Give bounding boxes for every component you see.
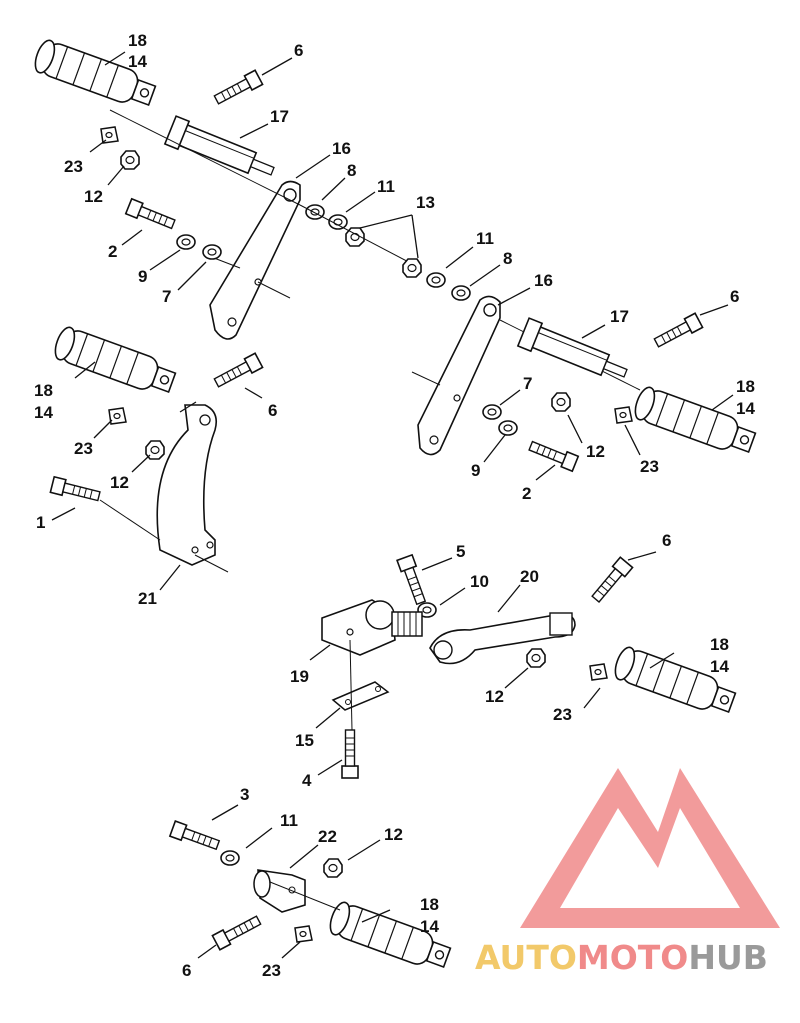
mid-left-assembly [49,324,264,573]
clip-23-lever [589,663,608,681]
label-part-7: 7 [162,287,172,306]
bolt-4 [341,729,359,779]
clip-23-mid [108,407,127,425]
label-part-5: 5 [456,542,466,561]
label-part-14: 14 [736,399,755,418]
label-part-12: 12 [110,473,129,492]
label-part-23: 23 [64,157,83,176]
washer-7-right [482,404,502,420]
label-part-6: 6 [730,287,740,306]
nut-12-bottom [323,858,343,878]
label-part-23: 23 [262,961,281,980]
bolt-6-right [651,312,704,351]
footpeg-lever [610,644,739,720]
label-part-14: 14 [128,52,147,71]
washer-11-bottom [220,850,240,866]
nut-12-lever [526,648,546,668]
bracket-21 [156,404,218,566]
label-part-6: 6 [662,531,672,550]
shift-lever-assembly [321,554,739,779]
bolt-6-upper [211,69,264,108]
watermark-moto: MOTO [576,938,689,977]
label-part-18: 18 [420,895,439,914]
clip-23-bottom [294,925,313,943]
watermark-text: AUTOMOTOHUB [475,938,795,978]
label-part-8: 8 [503,249,513,268]
label-part-17: 17 [610,307,629,326]
label-part-13: 13 [416,193,435,212]
label-part-7: 7 [523,374,533,393]
shift-lever-20 [429,613,576,665]
label-part-12: 12 [586,442,605,461]
clevis-17-left [164,115,279,186]
washer-9-right [498,420,518,436]
label-part-6: 6 [294,41,304,60]
label-part-11: 11 [280,811,298,830]
top-left-assembly [30,37,421,340]
label-part-12: 12 [485,687,504,706]
washer-8-left [305,204,325,220]
watermark-logo [520,768,780,928]
label-part-18: 18 [736,377,755,396]
label-part-6: 6 [182,961,192,980]
right-assembly [402,258,759,472]
label-part-23: 23 [640,457,659,476]
washer-11-right [426,272,446,288]
clip-23-right [614,406,633,424]
bolt-3 [169,820,222,854]
label-part-18: 18 [710,635,729,654]
clip-23-upper [100,126,119,144]
bolt-1 [49,476,102,505]
label-part-16: 16 [332,139,351,158]
washer-7-left [202,244,222,260]
label-part-18: 18 [128,31,147,50]
label-part-18: 18 [34,381,53,400]
label-part-20: 20 [520,567,539,586]
bolt-6-mid [211,352,264,391]
label-part-16: 16 [534,271,553,290]
footpeg-left-mid [50,324,179,400]
label-part-22: 22 [318,827,337,846]
label-part-8: 8 [347,161,357,180]
bolt-5 [396,554,430,607]
washer-9-left [176,234,196,250]
bottom-assembly [169,820,454,975]
bolt-2-left [124,198,178,233]
nut-12-right [551,392,571,412]
label-part-11: 11 [476,229,494,248]
leader-lines [51,51,734,959]
bolt-6-lever [588,556,634,606]
label-part-1: 1 [36,513,46,532]
label-part-10: 10 [470,572,489,591]
label-part-21: 21 [138,589,157,608]
label-part-15: 15 [295,731,314,750]
washer-8-right [451,285,471,301]
label-part-12: 12 [384,825,403,844]
watermark-auto: AUTO [475,938,577,977]
label-part-11: 11 [377,177,395,196]
label-part-14: 14 [710,657,729,676]
label-part-6: 6 [268,401,278,420]
label-part-2: 2 [108,242,118,261]
label-part-14: 14 [420,917,439,936]
label-part-14: 14 [34,403,53,422]
label-part-9: 9 [471,461,481,480]
label-part-23: 23 [553,705,572,724]
bolt-6-bottom [211,912,264,951]
label-part-3: 3 [240,785,250,804]
label-part-9: 9 [138,267,148,286]
label-part-23: 23 [74,439,93,458]
watermark-hub: HUB [688,938,768,977]
label-part-19: 19 [290,667,309,686]
label-part-17: 17 [270,107,289,126]
label-part-4: 4 [302,771,312,790]
nut-13-right [402,258,422,278]
label-part-12: 12 [84,187,103,206]
label-part-2: 2 [522,484,532,503]
bracket-16-left [209,180,301,340]
bracket-16-right [417,295,501,456]
plate-15 [331,681,390,711]
